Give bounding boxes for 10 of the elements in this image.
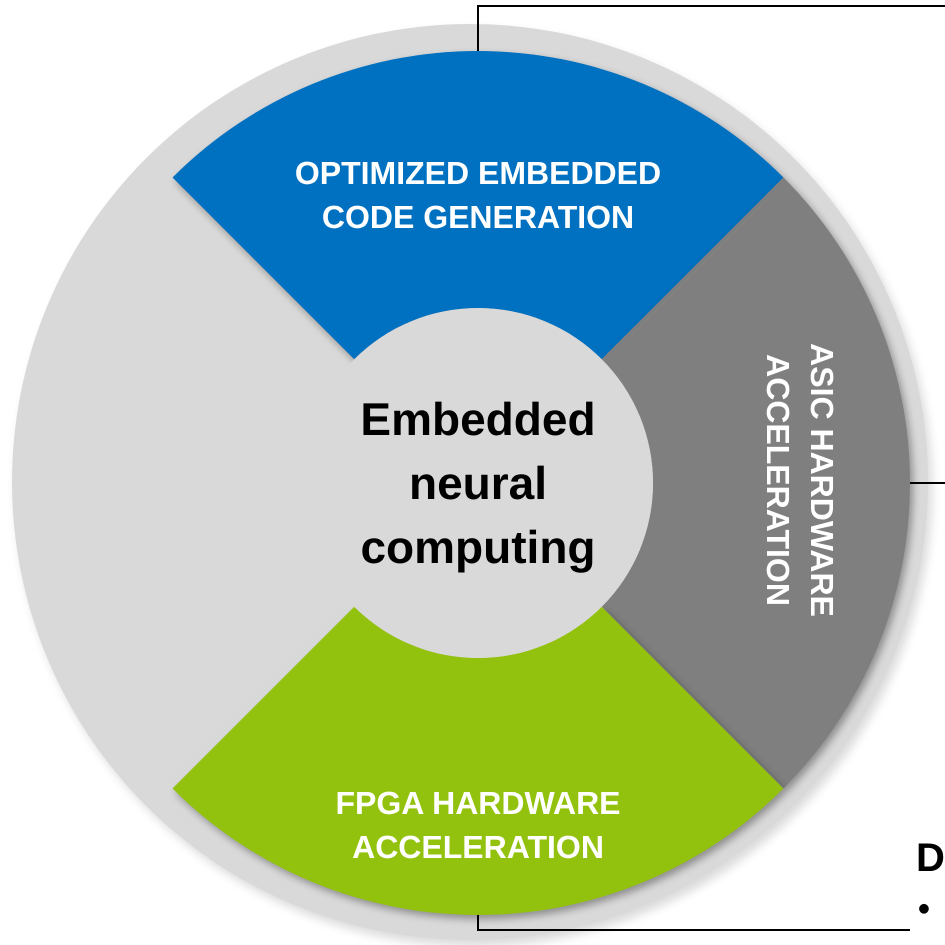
bottom-segment bbox=[172, 606, 784, 915]
center-title: Embedded neural computing bbox=[359, 392, 597, 575]
leader-line bbox=[477, 915, 910, 931]
leader-line bbox=[910, 482, 945, 484]
segment-label: OPTIMIZED EMBEDDED CODE GENERATION bbox=[294, 154, 662, 237]
leader-line bbox=[477, 5, 945, 51]
bullet-mark: • bbox=[918, 892, 930, 926]
segment-label: FPGA HARDWARE ACCELERATION bbox=[334, 784, 622, 867]
heading-text: D bbox=[916, 838, 945, 878]
segment-label: ASIC HARDWARE ACCELERATION bbox=[759, 342, 841, 619]
